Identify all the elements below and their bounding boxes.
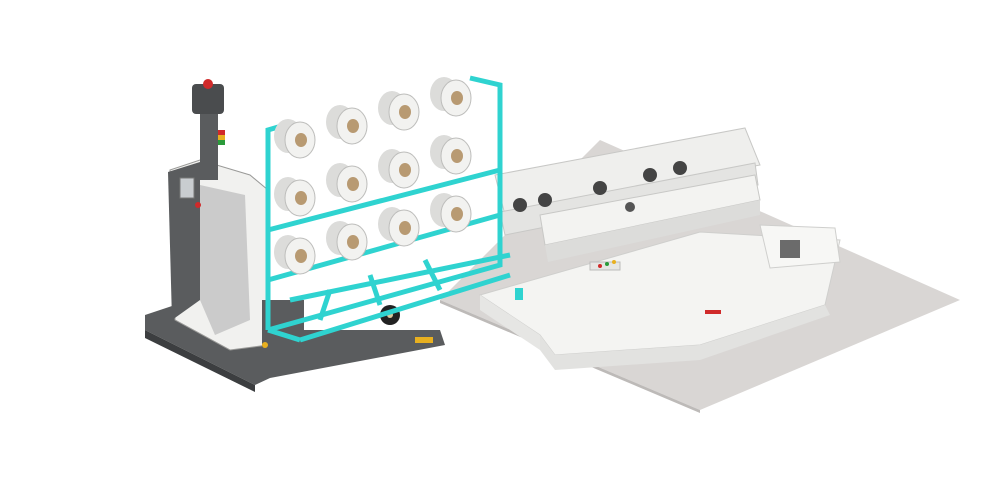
yarn-spool [378,91,420,131]
yarn-spool [378,207,420,247]
yarn-spool [378,149,420,189]
yarn-spool [430,135,472,175]
yarn-spool [326,105,368,145]
yarn-spool [430,193,472,233]
yarn-spool [326,221,368,261]
yarn-spool [274,119,316,159]
yarn-spools [274,77,472,275]
yarn-spool [430,77,472,117]
rail-machine [494,127,761,262]
yarn-spool [274,235,316,275]
yarn-spool [326,163,368,203]
yarn-spool [274,177,316,217]
winding-machine [478,224,841,370]
agv-robot [145,79,445,392]
